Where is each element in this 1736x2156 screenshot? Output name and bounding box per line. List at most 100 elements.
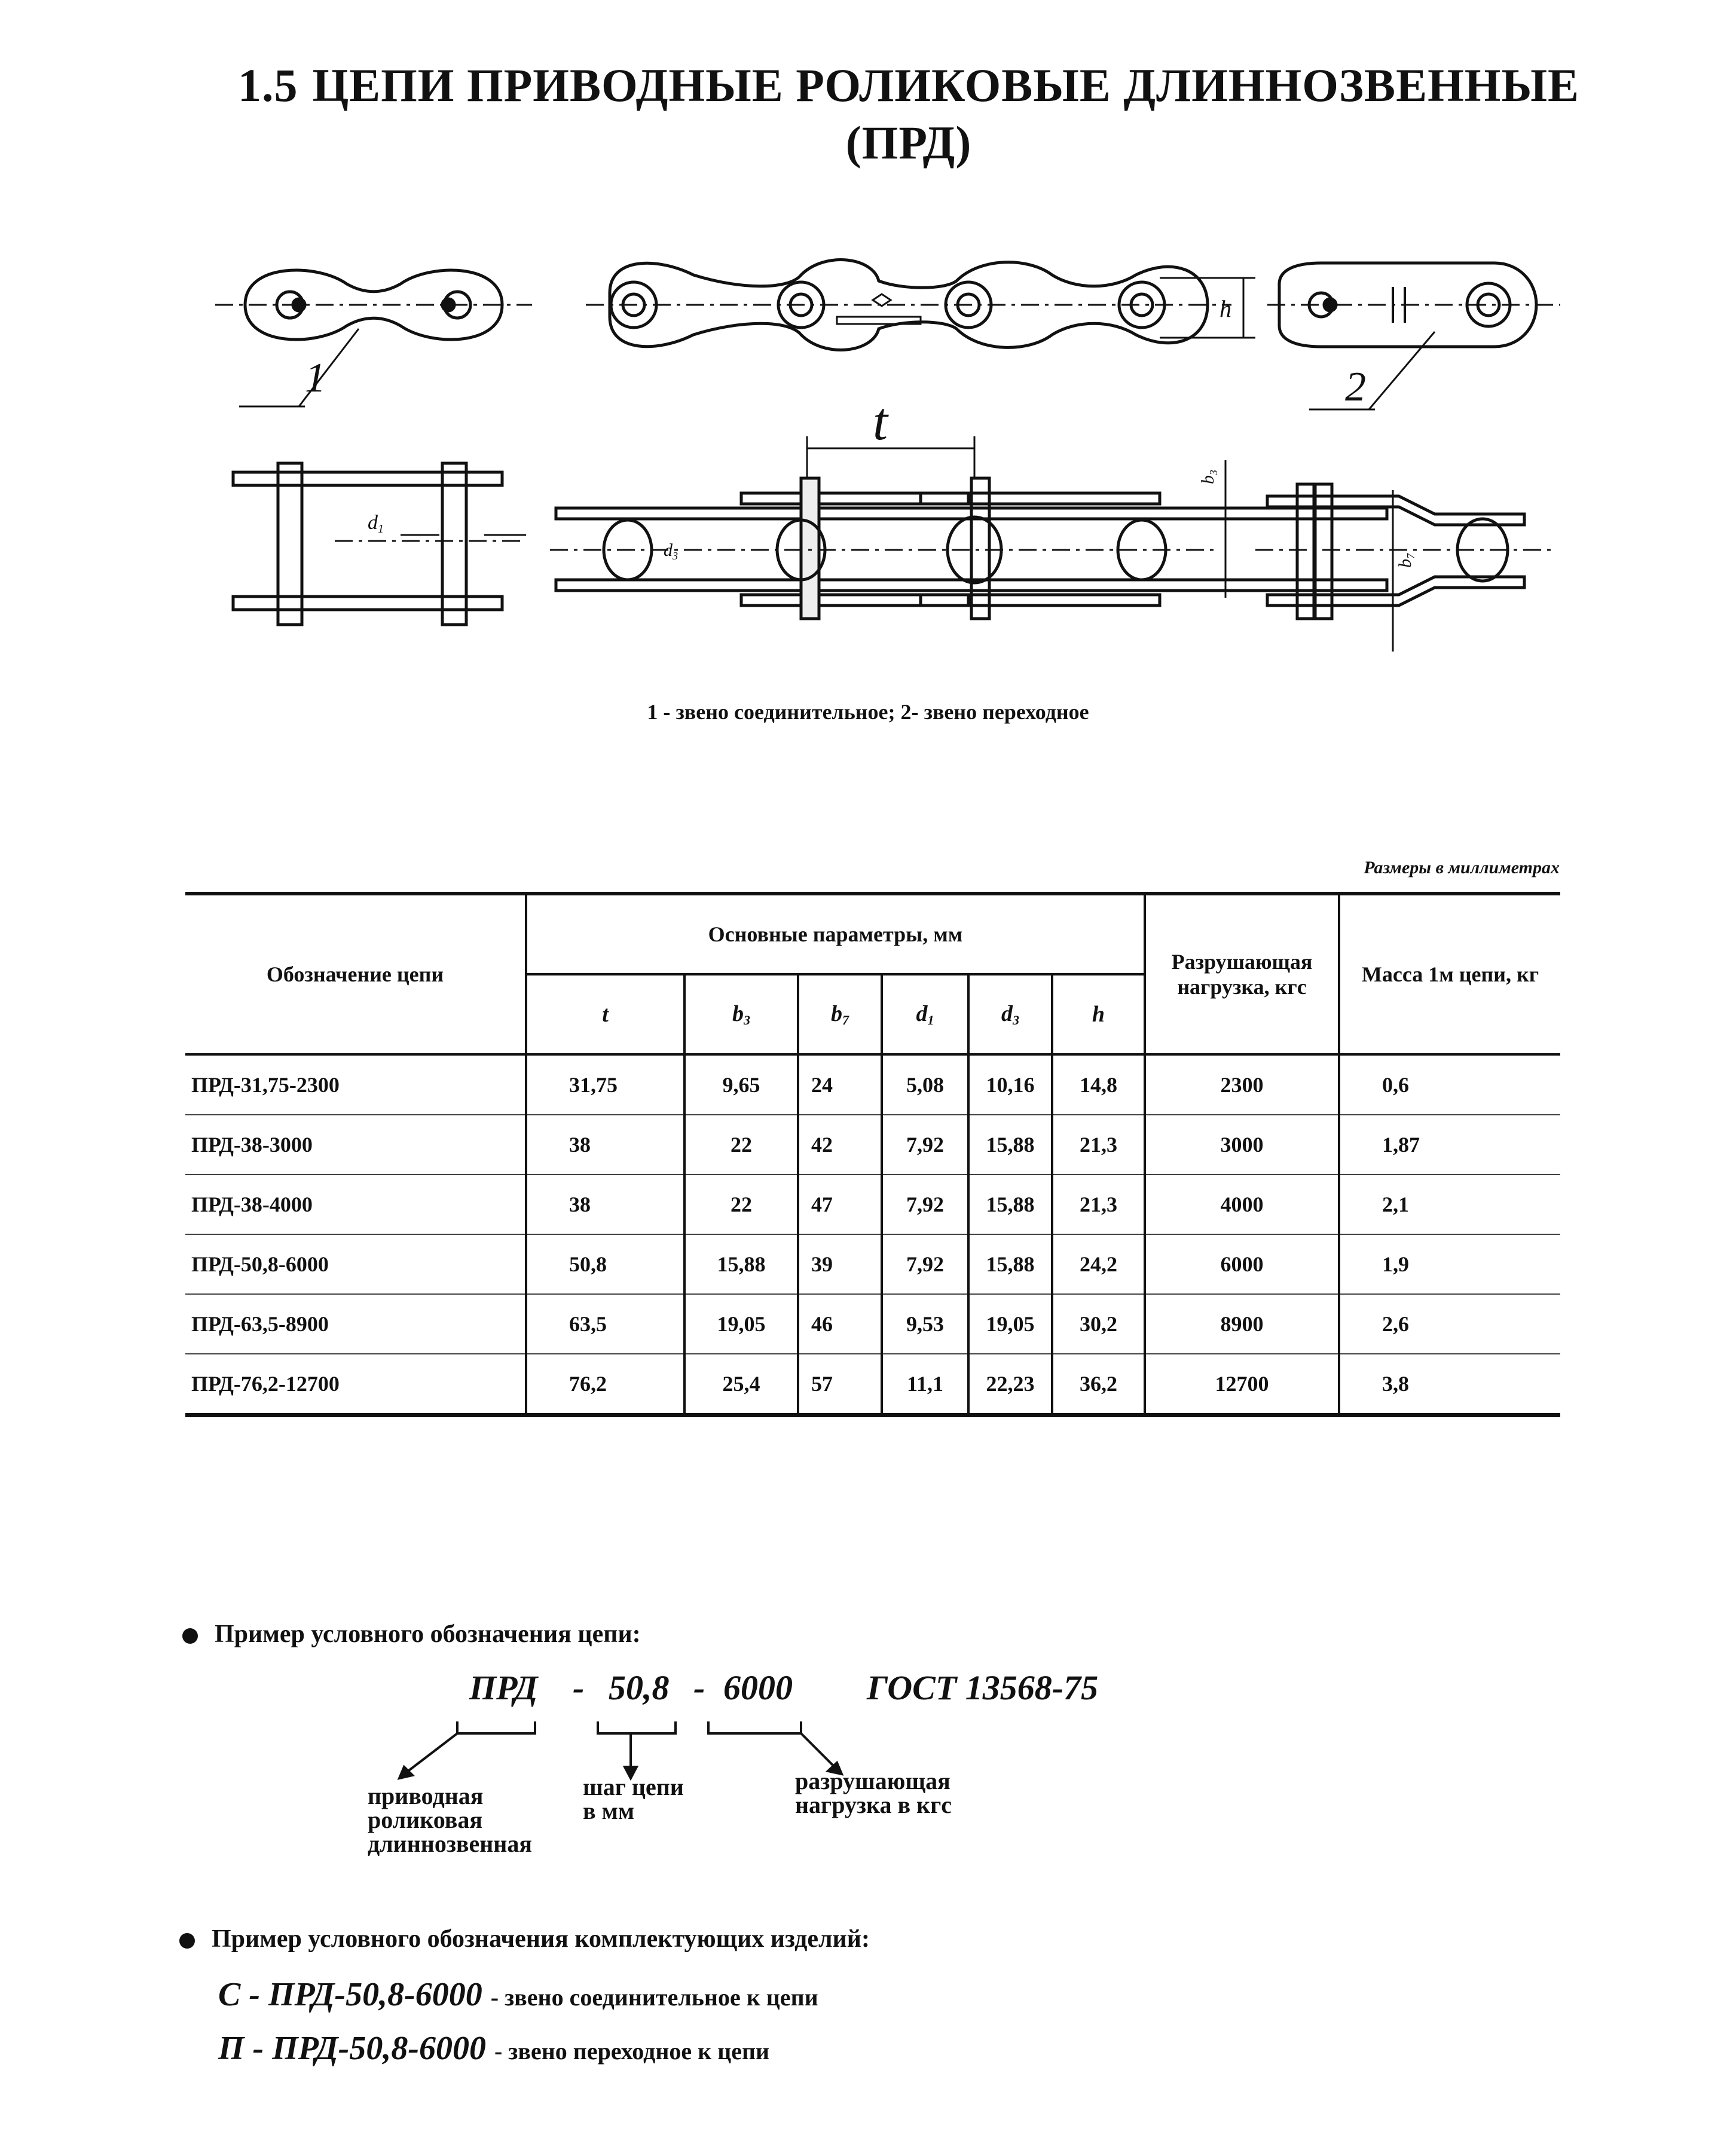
table-row: ПРД-38-4000 38 22 47 7,92 15,88 21,3 400… bbox=[185, 1175, 1560, 1235]
cell-load: 8900 bbox=[1144, 1294, 1339, 1354]
cell-h: 14,8 bbox=[1051, 1054, 1145, 1115]
cell-t: 38 bbox=[525, 1175, 684, 1235]
cell-d1: 11,1 bbox=[881, 1354, 968, 1417]
title-line-1: ЦЕПИ ПРИВОДНЫЕ РОЛИКОВЫЕ ДЛИННОЗВЕННЫЕ bbox=[312, 59, 1580, 111]
cell-b3: 22 bbox=[683, 1115, 798, 1175]
cell-load: 4000 bbox=[1144, 1175, 1339, 1235]
cell-b7: 39 bbox=[797, 1234, 882, 1295]
header-param-t: t bbox=[525, 974, 684, 1056]
chain-drawing: 1 h 2 d1 bbox=[215, 258, 1560, 652]
cell-d3: 22,23 bbox=[967, 1354, 1052, 1417]
cell-t: 31,75 bbox=[525, 1054, 684, 1115]
code-dash-2: - bbox=[693, 1668, 705, 1707]
page-title: 1.5 ЦЕПИ ПРИВОДНЫЕ РОЛИКОВЫЕ ДЛИННОЗВЕННЫ… bbox=[212, 57, 1605, 172]
cell-b7: 46 bbox=[797, 1294, 882, 1354]
label-h: h bbox=[1220, 295, 1231, 322]
label-link-2: 2 bbox=[1345, 364, 1366, 410]
header-param-b3: b3 bbox=[683, 974, 798, 1056]
example1-heading: Пример условного обозначения цепи: bbox=[182, 1620, 641, 1649]
example2-heading: Пример условного обозначения комплектующ… bbox=[179, 1925, 870, 1953]
header-designation: Обозначение цепи bbox=[185, 892, 526, 1056]
cell-b3: 19,05 bbox=[683, 1294, 798, 1354]
table-row: ПРД-76,2-12700 76,2 25,4 57 11,1 22,23 3… bbox=[185, 1354, 1560, 1417]
code-part-prd: ПРД bbox=[469, 1668, 538, 1707]
cell-d3: 19,05 bbox=[967, 1294, 1052, 1354]
chain-side-view: t d3 b3 bbox=[550, 392, 1389, 620]
explain-pitch: шаг цепи в мм bbox=[583, 1773, 684, 1824]
cell-load: 12700 bbox=[1144, 1354, 1339, 1417]
cell-d1: 7,92 bbox=[881, 1234, 968, 1295]
component-item: С - ПРД-50,8-6000 - звено соединительное … bbox=[218, 1975, 818, 2014]
cell-h: 30,2 bbox=[1051, 1294, 1145, 1354]
cell-load: 3000 bbox=[1144, 1115, 1339, 1175]
label-d1: d1 bbox=[368, 512, 384, 536]
cell-name: ПРД-76,2-12700 bbox=[185, 1354, 526, 1417]
cell-name: ПРД-31,75-2300 bbox=[185, 1054, 526, 1115]
units-note: Размеры в миллиметрах bbox=[1364, 858, 1560, 877]
cell-load: 2300 bbox=[1144, 1054, 1339, 1115]
section-number: 1.5 bbox=[237, 59, 298, 111]
cell-d1: 7,92 bbox=[881, 1115, 968, 1175]
cell-h: 21,3 bbox=[1051, 1115, 1145, 1175]
table-row: ПРД-50,8-6000 50,8 15,88 39 7,92 15,88 2… bbox=[185, 1234, 1560, 1295]
cell-b7: 42 bbox=[797, 1115, 882, 1175]
cell-name: ПРД-38-4000 bbox=[185, 1175, 526, 1235]
cell-h: 24,2 bbox=[1051, 1234, 1145, 1295]
cell-mass: 1,87 bbox=[1338, 1115, 1560, 1175]
cell-d3: 15,88 bbox=[967, 1115, 1052, 1175]
transition-link-side: b7 bbox=[1255, 482, 1554, 652]
cell-name: ПРД-38-3000 bbox=[185, 1115, 526, 1175]
header-param-d1: d1 bbox=[881, 974, 968, 1056]
component-desc: - звено переходное к цепи bbox=[494, 2038, 770, 2065]
cell-b3: 9,65 bbox=[683, 1054, 798, 1115]
cell-mass: 3,8 bbox=[1338, 1354, 1560, 1417]
cell-name: ПРД-63,5-8900 bbox=[185, 1294, 526, 1354]
cell-d1: 7,92 bbox=[881, 1175, 968, 1235]
component-item: П - ПРД-50,8-6000 - звено переходное к це… bbox=[218, 2029, 769, 2068]
cell-t: 50,8 bbox=[525, 1234, 684, 1295]
cell-mass: 0,6 bbox=[1338, 1054, 1560, 1115]
cell-h: 36,2 bbox=[1051, 1354, 1145, 1417]
cell-mass: 2,6 bbox=[1338, 1294, 1560, 1354]
header-breaking-load: Разрушающая нагрузка, кгс bbox=[1144, 892, 1339, 1056]
code-gost: ГОСТ 13568-75 bbox=[867, 1668, 1099, 1707]
cell-b3: 25,4 bbox=[683, 1354, 798, 1417]
chain-plan-view: h bbox=[586, 258, 1255, 351]
header-param-h: h bbox=[1051, 974, 1145, 1056]
cell-b7: 57 bbox=[797, 1354, 882, 1417]
table-row: ПРД-63,5-8900 63,5 19,05 46 9,53 19,05 3… bbox=[185, 1294, 1560, 1354]
cell-b3: 22 bbox=[683, 1175, 798, 1235]
chain-specs-table: Обозначение цепи Основные параметры, мм … bbox=[185, 892, 1560, 1417]
label-b7: b7 bbox=[1395, 553, 1417, 568]
component-desc: - звено соединительное к цепи bbox=[490, 1984, 818, 2011]
cell-b7: 47 bbox=[797, 1175, 882, 1235]
cell-b3: 15,88 bbox=[683, 1234, 798, 1295]
cell-t: 38 bbox=[525, 1115, 684, 1175]
header-param-b7: b7 bbox=[797, 974, 882, 1056]
label-link-1: 1 bbox=[305, 355, 326, 401]
figure-caption: 1 - звено соединительное; 2- звено перех… bbox=[647, 700, 1089, 724]
cell-t: 76,2 bbox=[525, 1354, 684, 1417]
explain-load: разрушающая нагрузка в кгс bbox=[795, 1767, 952, 1818]
component-code: П - ПРД-50,8-6000 bbox=[218, 2030, 486, 2067]
code-part-load: 6000 bbox=[723, 1668, 793, 1707]
cell-h: 21,3 bbox=[1051, 1175, 1145, 1235]
cell-d3: 10,16 bbox=[967, 1054, 1052, 1115]
bullet-icon bbox=[182, 1628, 198, 1644]
cell-d3: 15,88 bbox=[967, 1175, 1052, 1235]
cell-load: 6000 bbox=[1144, 1234, 1339, 1295]
header-mass: Масса 1м цепи, кг bbox=[1338, 892, 1560, 1056]
transition-link-plan: 2 bbox=[1267, 261, 1560, 411]
label-d3: d3 bbox=[664, 540, 678, 562]
bullet-icon bbox=[179, 1933, 195, 1949]
designation-brackets bbox=[397, 1721, 844, 1781]
component-code: С - ПРД-50,8-6000 bbox=[218, 1976, 482, 2013]
connecting-link-plan: 1 bbox=[215, 268, 532, 408]
cell-d1: 5,08 bbox=[881, 1054, 968, 1115]
table-row: ПРД-38-3000 38 22 42 7,92 15,88 21,3 300… bbox=[185, 1115, 1560, 1175]
designation-code: ПРД - 50,8 - 6000 ГОСТ 13568-75 bbox=[0, 1668, 1736, 1721]
title-line-2: (ПРД) bbox=[845, 117, 972, 169]
cell-d3: 15,88 bbox=[967, 1234, 1052, 1295]
header-param-d3: d3 bbox=[967, 974, 1052, 1056]
explain-prd: приводная роликовая длиннозвенная bbox=[368, 1782, 532, 1857]
